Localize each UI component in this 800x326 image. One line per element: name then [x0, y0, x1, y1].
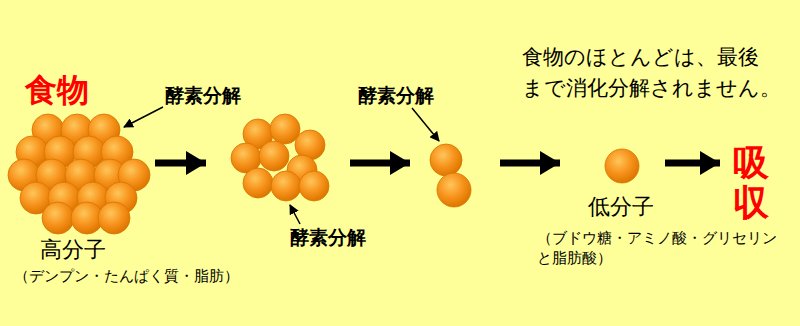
molecule-ball: [271, 171, 301, 201]
molecule-illustration: [230, 113, 330, 202]
process-arrow: [500, 160, 560, 167]
process-arrow: [155, 160, 206, 167]
stage-name: 低分子: [588, 193, 654, 221]
molecule-single: 低分子（ブドウ糖・アミノ酸・グリセリン と脂肪酸）: [604, 148, 640, 184]
molecule-ball: [243, 168, 273, 198]
process-arrow: [350, 160, 410, 167]
molecule-illustration: [604, 148, 640, 184]
callout-label: 酵素分解: [290, 226, 366, 250]
leader-line: [124, 107, 163, 127]
molecule-ball: [430, 144, 462, 176]
callout-label: 酵素分解: [165, 84, 241, 108]
stage-title: 食物: [25, 70, 89, 110]
stage-name: 高分子: [40, 236, 106, 264]
absorb-node: 吸収: [733, 143, 769, 222]
note-text: 食物のほとんどは、最後 まで消化分解されません。: [522, 42, 784, 104]
molecule-ball: [270, 114, 300, 144]
absorb-label: 吸収: [733, 143, 769, 222]
molecule-cluster: 食物酵素分解高分子（デンプン・たんぱく質・脂肪）: [8, 114, 150, 234]
stage-note: （ブドウ糖・アミノ酸・グリセリン と脂肪酸）: [537, 228, 787, 269]
leader-line: [290, 205, 300, 224]
molecule-ball: [42, 202, 74, 234]
leader-line: [412, 108, 439, 141]
molecule-ball: [605, 149, 639, 183]
molecule-illustration: [428, 143, 472, 208]
molecule-illustration: [8, 114, 150, 234]
molecule-cluster: 酵素分解: [428, 143, 472, 208]
molecule-ball: [98, 202, 130, 234]
stage-note: （デンプン・たんぱく質・脂肪）: [14, 267, 239, 286]
molecule-ball: [259, 141, 289, 171]
process-arrow: [665, 160, 720, 167]
molecule-cluster: 酵素分解: [230, 113, 330, 202]
molecule-ball: [299, 171, 329, 201]
callout-label: 酵素分解: [358, 84, 434, 108]
molecule-ball: [437, 173, 471, 207]
